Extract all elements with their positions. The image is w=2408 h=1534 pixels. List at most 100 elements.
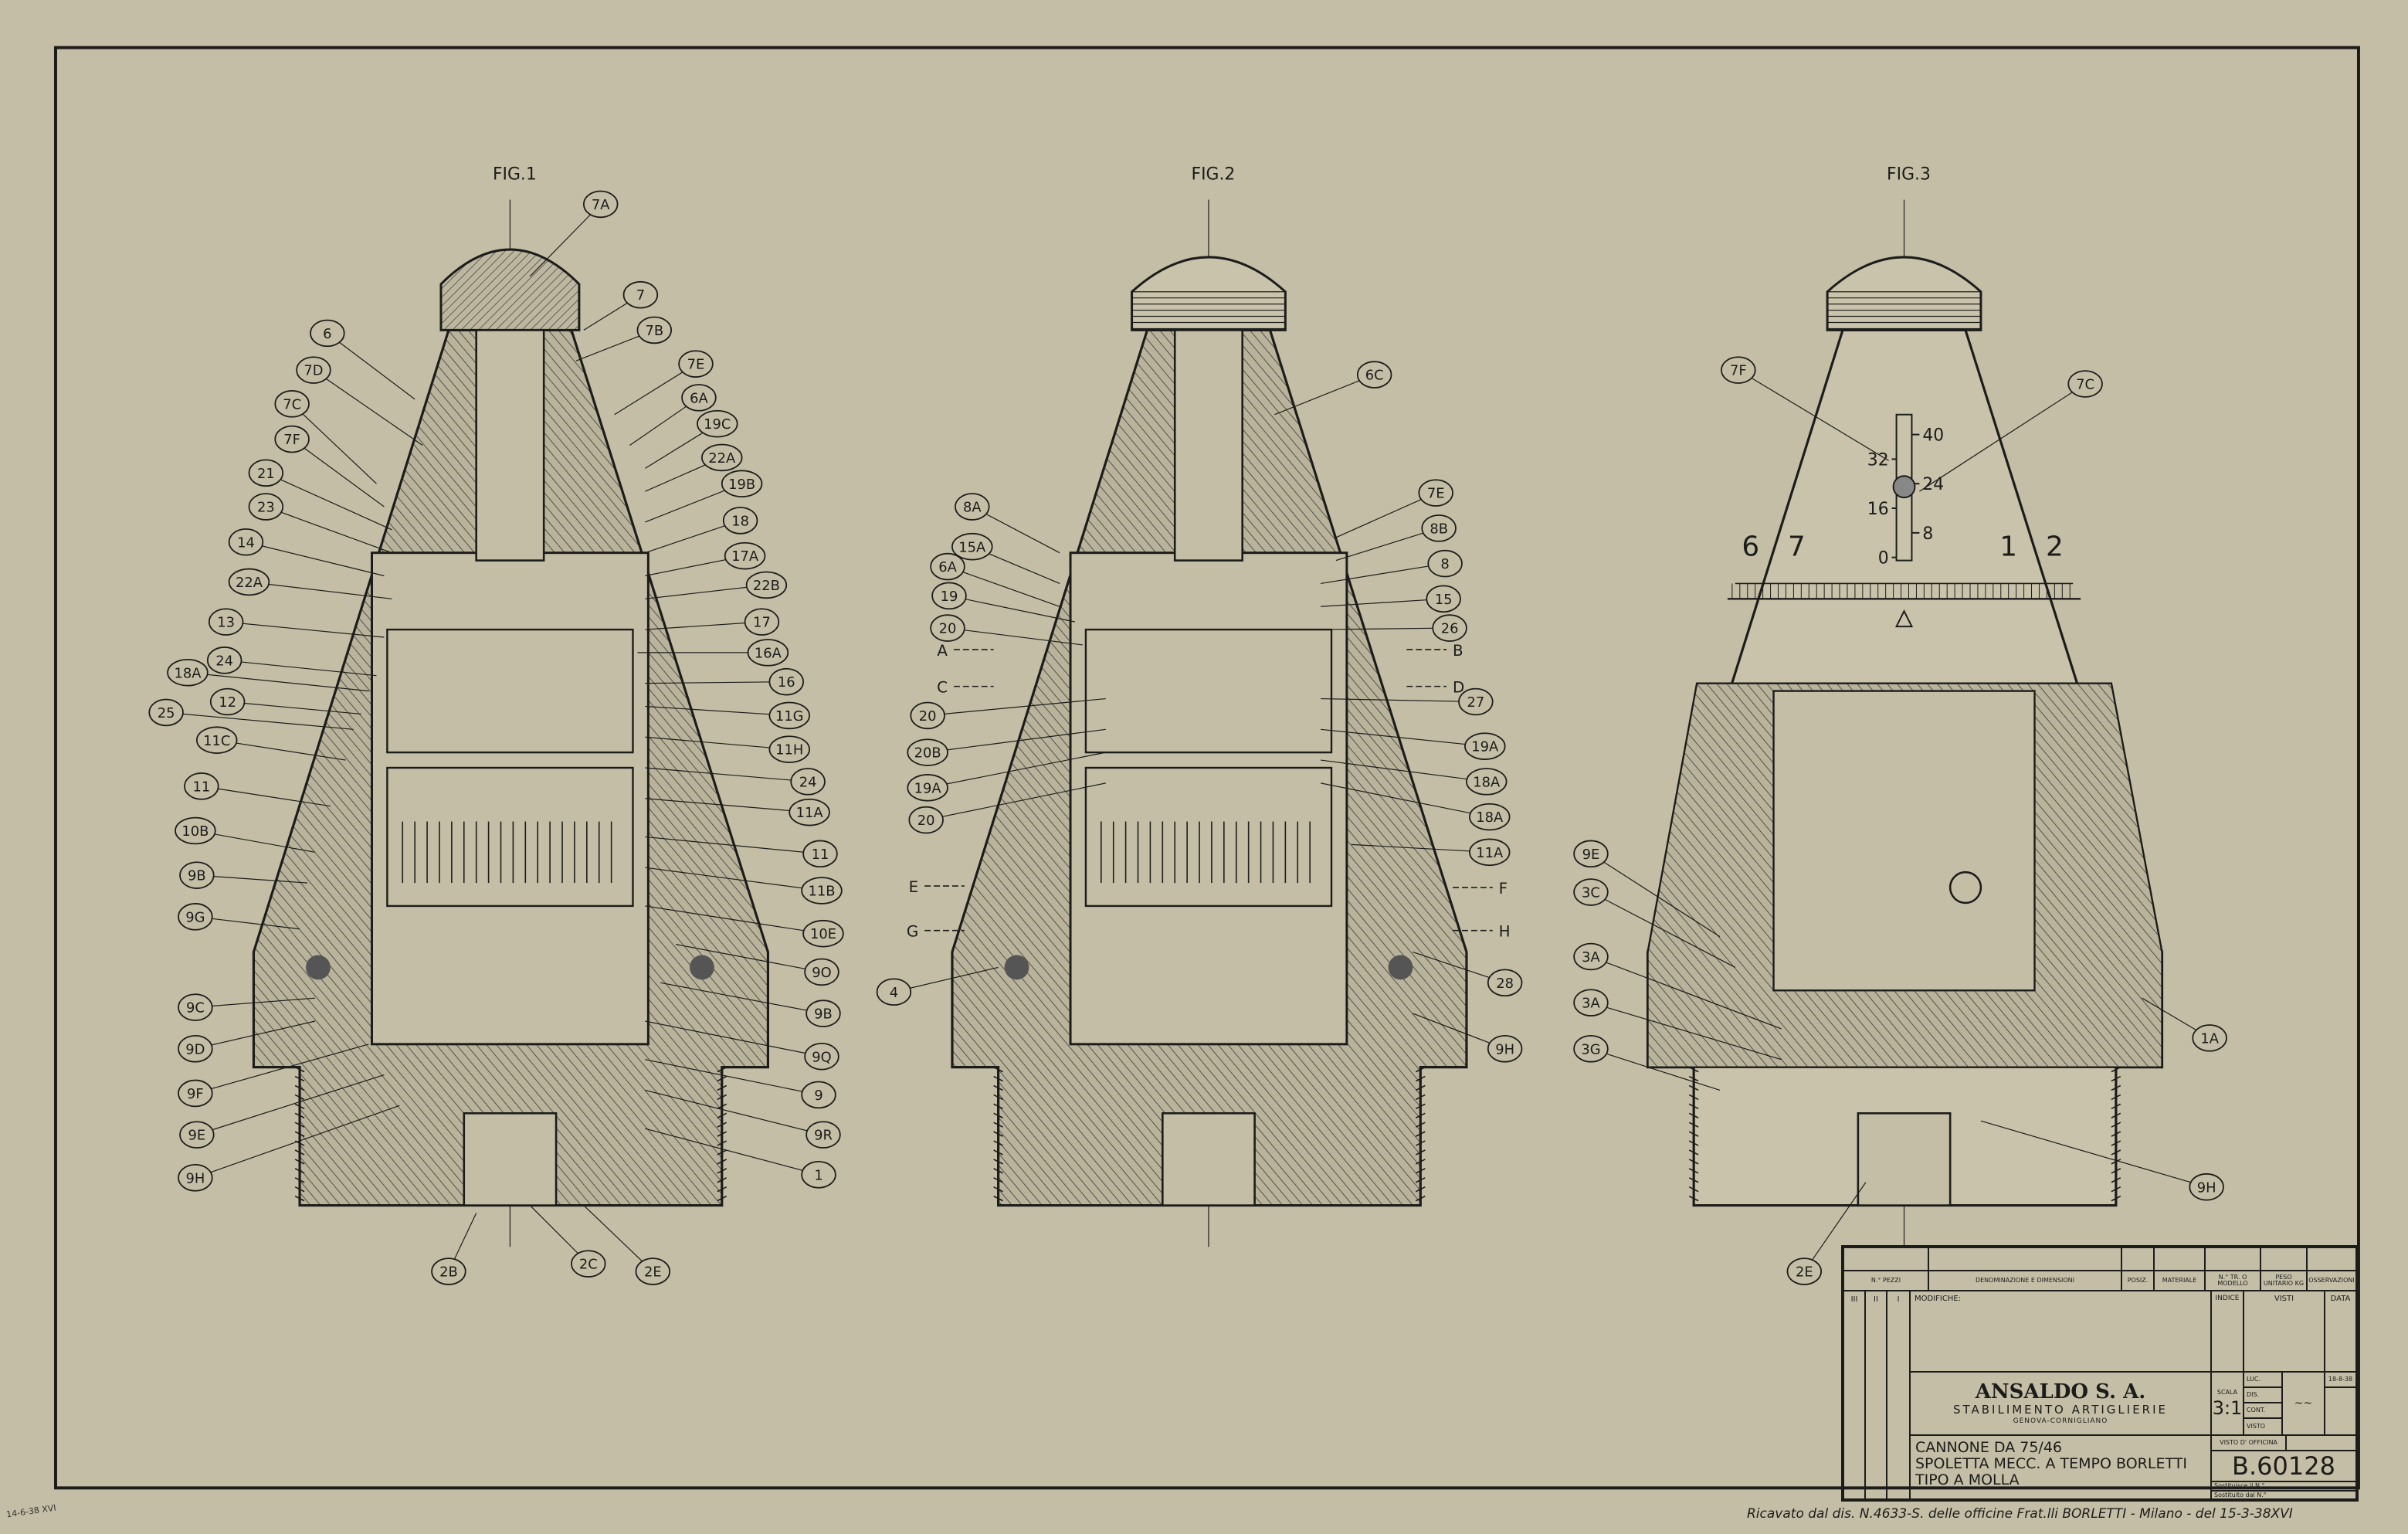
figure-label: FIG.2 [1192,165,1236,185]
callout-label: 19A [1471,739,1499,755]
callout-9F: 9F [178,1044,369,1108]
callout-label: 9G [185,909,205,925]
callout-circle [178,903,213,931]
callout-label: 9Q [812,1049,831,1065]
callout-label: 4 [890,985,898,1001]
callout-8A: 8A [955,493,1060,554]
callout-1: 1 [645,1128,836,1189]
leader-line [1590,891,1736,968]
callout-19B: 19B [645,470,763,523]
thread [294,1103,305,1110]
scale-label: SCALA [2216,1389,2238,1396]
callout-circle [195,726,238,755]
callout-circle [2067,370,2103,398]
callout-label: 22A [236,575,263,591]
callout-circle [1573,840,1609,868]
callout-circle [1458,687,1494,716]
callout-20B: 20B [907,728,1106,766]
leader-line [313,369,423,446]
scale-mark-label: 40 [1922,426,1944,446]
callout-label: 19B [728,477,755,493]
callout-circle [431,1257,466,1285]
leader-line [660,982,824,1014]
scale-mark-label: 24 [1922,475,1944,494]
company-box: ANSALDO S. A. STABILIMENTO ARTIGLIERIE G… [1910,1372,2211,1435]
leader-line [1321,759,1487,782]
leader-line [645,836,821,854]
header-modello: N.° TR. O MODELLO [2205,1271,2260,1291]
header-peso: PESO UNITARIO KG [2260,1271,2307,1291]
sign-dis: DIS. [2244,1387,2282,1403]
callout-circle [701,443,743,472]
section-letter: A [937,642,948,660]
thread [717,1122,727,1128]
leader-line [195,1044,369,1095]
leader-line [948,595,1076,623]
callout-circle [1573,942,1609,971]
callout-25: 25 [148,698,354,730]
thread [1415,1195,1426,1202]
leader-line [1351,843,1490,853]
leader-line [645,867,822,891]
thread [717,1094,727,1101]
leader-line [1590,955,1782,1030]
callout-circle [697,409,738,438]
callout-circle [622,280,659,309]
mod-col-2: II [1865,1291,1887,1499]
callout-13: 13 [208,608,385,638]
callout-label: 24 [799,774,817,790]
callout-label: 18 [731,513,749,529]
sign-luc: LUC. [2244,1372,2282,1387]
callout-circle [1573,1035,1609,1063]
thread [1688,1149,1699,1156]
callout-circle [744,608,780,636]
callout-19: 19 [931,582,1076,623]
callout-circle [768,667,805,696]
section-mark-D: D [1406,679,1464,697]
callout-circle [635,1257,671,1285]
thread [1688,1112,1699,1118]
callout-24: 24 [645,767,826,796]
callout-circle [1786,1257,1823,1285]
nose-cap [1131,256,1287,331]
callout-circle [1421,514,1457,542]
thread [1415,1066,1426,1073]
callout-label: 9H [2197,1179,2216,1196]
leader-line [291,403,377,484]
callout-circle [907,738,948,766]
thread [294,1186,305,1193]
callout-label: 11B [808,884,835,900]
callout-9B: 9B [660,982,841,1027]
ring-digit: 1 [1999,531,2017,563]
thread [2111,1131,2121,1137]
callout-label: 22B [753,578,780,594]
mod-col-1: I [1887,1291,1910,1499]
callout-circle [790,768,826,796]
callout-circle [184,772,219,800]
callout-label: 7C [283,396,301,412]
callout-label: 8 [1440,556,1449,572]
thread [1688,1168,1699,1174]
thread [717,1168,727,1174]
callout-label: 9B [188,868,206,884]
title-line-1: CANNONE DA 75/46 [1915,1439,2062,1456]
thread [993,1140,1003,1146]
callout-label: 20 [939,621,957,637]
thread [294,1195,305,1202]
figure-label: FIG.1 [493,165,537,185]
thread [2111,1066,2121,1073]
callout-circle [1464,732,1506,760]
callout-circle [248,493,284,521]
callout-circle [768,701,810,730]
thread [993,1075,1003,1082]
firing-pin-channel [475,329,545,562]
callout-9R: 9R [645,1089,841,1149]
leader-line [291,439,385,507]
callout-label: 7D [304,363,323,379]
leader-line [266,472,392,531]
thread [1688,1186,1699,1193]
thread [717,1075,727,1082]
callout-9E: 9E [179,1074,385,1149]
callout-label: 7F [283,432,300,448]
callout-label: 17 [753,615,771,631]
